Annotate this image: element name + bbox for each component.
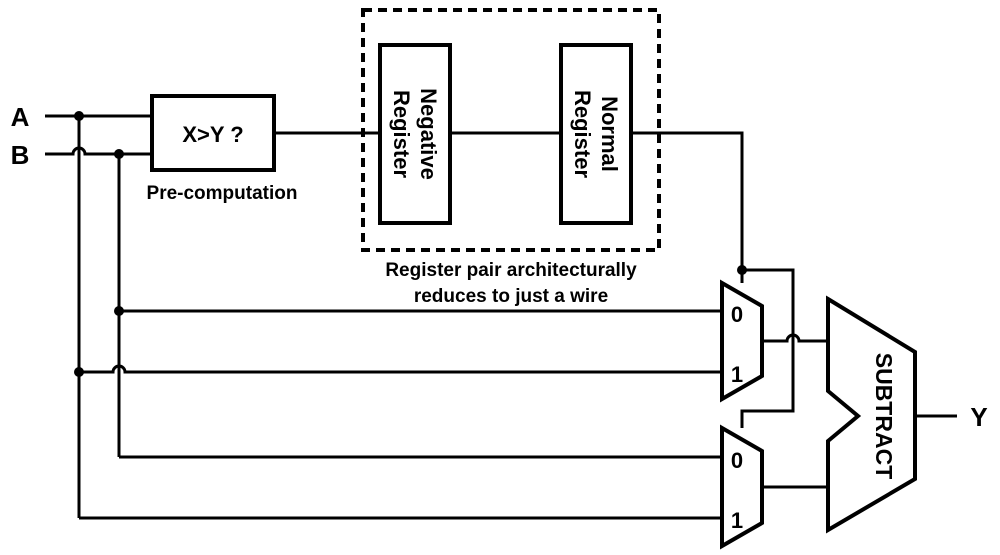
comparator-block <box>150 94 276 172</box>
normal-register-text: Normal Register <box>570 90 622 178</box>
junction-a-mux <box>74 367 84 377</box>
mux-top-sel0: 0 <box>731 302 743 327</box>
normal-register-line2: Register <box>570 90 595 178</box>
subtractor-label: SUBTRACT <box>871 353 897 480</box>
register-caption-line2: reduces to just a wire <box>414 286 608 307</box>
negative-register-line1: Negative <box>416 88 441 180</box>
mux-bottom <box>720 424 764 550</box>
wire-mux-top-out <box>762 333 828 343</box>
register-pair-box <box>361 8 661 252</box>
input-b-label: B <box>11 140 30 170</box>
junction-b-mux <box>114 306 124 316</box>
junction-dots <box>74 111 747 377</box>
wire-a-mux-top-1 <box>79 364 722 374</box>
junction-select <box>737 265 747 275</box>
wire-b-in <box>45 146 152 156</box>
subtractor-block <box>826 295 917 534</box>
normal-register-line1: Normal <box>597 96 622 172</box>
negative-register-line2: Register <box>389 90 414 178</box>
mux-top-sel1: 1 <box>731 362 743 387</box>
input-a-label: A <box>11 102 30 132</box>
subtractor-text: SUBTRACT <box>871 353 897 480</box>
junction-b <box>114 149 124 159</box>
mux-top <box>720 279 764 403</box>
normal-register <box>559 43 633 225</box>
output-y-label: Y <box>970 402 987 432</box>
wire-select <box>631 131 744 270</box>
wires <box>45 114 957 520</box>
comparator-label: X>Y ? <box>182 122 243 147</box>
negative-register <box>378 43 452 225</box>
mux-bottom-sel0: 0 <box>731 448 743 473</box>
wire-sel-mux-bottom <box>740 268 795 428</box>
negative-register-text: Negative Register <box>389 88 441 180</box>
mux-bottom-sel1: 1 <box>731 508 743 533</box>
register-caption-line1: Register pair architecturally <box>385 260 637 281</box>
junction-a <box>74 111 84 121</box>
comparator-caption: Pre-computation <box>147 183 298 204</box>
